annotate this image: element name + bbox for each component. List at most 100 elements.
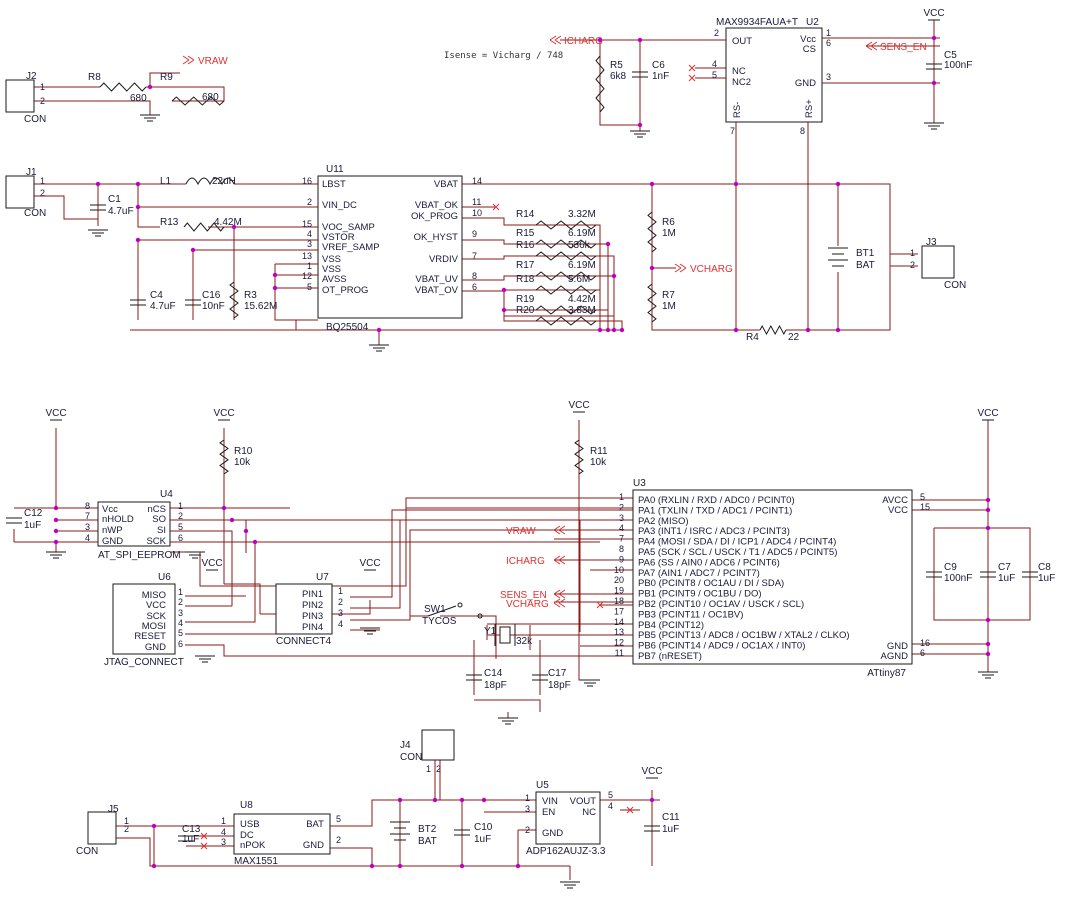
resistor-R5: [595, 55, 605, 113]
ref-C1: C1: [108, 194, 121, 205]
pin-name-U3-9: PA6 (SS / AIN0 / ADC6 / PCINT6): [638, 557, 780, 568]
ref-C7: C7: [998, 562, 1011, 573]
pin-name-U3-6: AGND: [881, 651, 909, 662]
pin-num-U3-6: 6: [920, 648, 925, 658]
resistor-R18: [535, 285, 597, 295]
pin-num-U8-1: 1: [221, 816, 226, 826]
pin-num-U11-14: 14: [472, 176, 482, 186]
ref-C8: C8: [1038, 562, 1051, 573]
ground-symbol: [560, 881, 580, 889]
pin-num-U3-14: 14: [614, 617, 624, 627]
pin-num-U3-2: 2: [619, 502, 624, 512]
pin-name-U7-2: PIN2: [302, 600, 323, 611]
pin-name-U4-5: SI: [157, 525, 166, 536]
val-C9: 100nF: [944, 573, 972, 584]
pin-num-U11-2: 2: [307, 197, 312, 207]
val-C6: 1nF: [652, 71, 669, 82]
pin-name-U11-8: VBAT_UV: [415, 274, 458, 285]
pin-num-U3-13: 13: [614, 627, 624, 637]
junction-dot: [272, 272, 278, 278]
val-R15: 6.19M: [568, 228, 596, 239]
pin-name-U4-8: Vcc: [102, 504, 118, 515]
resistor-R19: [535, 305, 597, 315]
connector-J1: [5, 175, 35, 209]
ref-C17: C17: [548, 668, 567, 679]
ground-symbol: [140, 114, 160, 122]
pin-name-U6-5: RESET: [134, 631, 166, 642]
pin-num-U7-2: 2: [338, 597, 343, 607]
crystal-Y1: [499, 626, 511, 644]
val-C11: 1uF: [662, 824, 679, 835]
pin-name-U3-1: PA0 (RXLIN / RXD / ADC0 / PCINT0): [638, 495, 795, 506]
junction-dot: [151, 823, 157, 829]
resistor-R13: [183, 222, 225, 232]
chip-U4-body: [97, 501, 171, 547]
ground-lines: [560, 881, 580, 889]
val-R18: 5.6M: [568, 274, 590, 285]
junction-dot: [985, 641, 991, 647]
junction-dot: [985, 497, 991, 503]
pin-name-U2-4: NC: [732, 66, 746, 77]
pin-num-U5-2: 2: [525, 825, 530, 835]
pin-num-U4-1: 1: [178, 501, 183, 511]
no-connect-mark: [688, 74, 696, 82]
junction-dot: [53, 517, 59, 523]
pin-num-U3-10: 10: [614, 565, 624, 575]
net-sens-en-top-arrow: [865, 41, 878, 51]
pin-num-U8-2: 2: [336, 835, 341, 845]
battery-BT1: [828, 247, 848, 267]
ground-lines: [185, 551, 205, 559]
junction-dot: [229, 517, 235, 523]
ref-C4: C4: [150, 290, 163, 301]
type-J4: CON: [400, 752, 422, 763]
connector-J3: [921, 245, 955, 279]
junction-dot: [190, 247, 196, 253]
ref-U7: U7: [316, 572, 329, 583]
net-sens-en-u3: SENS_EN: [500, 590, 547, 601]
pin-name-U3-19: PB1 (PCINT9 / OC1BU / DO): [638, 589, 762, 600]
junction-dot: [605, 241, 611, 247]
part-U4: AT_SPI_EEPROM: [98, 550, 181, 561]
val-Y1: 32k: [516, 636, 533, 647]
pin-num-U7-4: 4: [338, 619, 343, 629]
ref-C10: C10: [474, 822, 493, 833]
ref-R20: R20: [516, 305, 535, 316]
pin-name-U2-8: RS+: [804, 99, 815, 118]
pin-name-U8-4: DC: [240, 830, 254, 841]
pin-name-U3-7: PA4 (MOSI / SDA / DI / ICP1 / ADC4 / PCI…: [638, 537, 836, 548]
pin-name-U4-6: SCK: [146, 536, 166, 547]
pin-num-U4-2: 2: [178, 511, 183, 521]
resistor-R20: [535, 316, 597, 326]
ref-U6: U6: [158, 572, 171, 583]
vcc-label: VCC: [568, 400, 589, 411]
val-BT1: BAT: [856, 260, 875, 271]
pin-name-U4-3: nWP: [102, 525, 123, 536]
pin-num-U3-8: 8: [619, 544, 624, 554]
net-icharg-top: ICHARG: [564, 36, 603, 47]
pin-J4-2: 2: [436, 764, 441, 774]
val-R17: 6.19M: [568, 260, 596, 271]
val-R13: 4.42M: [214, 217, 242, 228]
junction-dot: [252, 539, 258, 545]
pin-name-U4-7: nHOLD: [102, 514, 134, 525]
pin-name-U11-2: VIN_DC: [322, 200, 357, 211]
switch-SW1: [427, 605, 457, 617]
ref-U3: U3: [633, 478, 646, 489]
pin-name-U3-20: PB0 (PCINT8 / OC1AU / DI / SDA): [638, 578, 784, 589]
part-U6: JTAG_CONNECT: [104, 657, 184, 668]
pin-num-U5-5: 5: [608, 790, 613, 800]
vcc-label: VCC: [977, 408, 998, 419]
pin-num-U6-3: 3: [178, 608, 183, 618]
val-BT2: BAT: [418, 836, 437, 847]
junction-dot: [985, 651, 991, 657]
chip-U11-body: [317, 175, 463, 319]
ref-C9: C9: [944, 562, 957, 573]
ground-symbol: [185, 551, 205, 559]
net-icharg-u3-arrow: [553, 555, 566, 565]
val-R14: 3.32M: [568, 209, 596, 220]
pin-num-U6-5: 5: [178, 628, 183, 638]
pin-num-U11-15: 15: [302, 219, 312, 229]
pin-J4-1: 1: [426, 764, 431, 774]
pin-num-U11-6: 6: [472, 282, 477, 292]
